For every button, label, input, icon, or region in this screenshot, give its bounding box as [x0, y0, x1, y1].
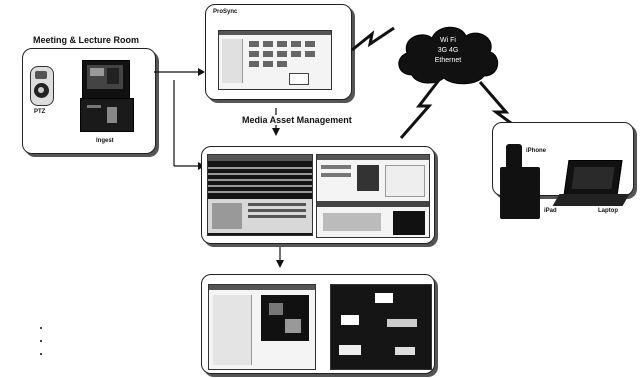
arrow-icon	[173, 80, 205, 170]
margin-mark	[40, 327, 42, 329]
lightning-icon	[351, 26, 395, 52]
tablet-icon	[500, 167, 540, 219]
ingest-monitor-icon	[82, 60, 130, 100]
arrow-icon	[154, 68, 205, 76]
cloud-text: Wi Fi 3G 4G Ethernet	[418, 36, 478, 66]
ptz-camera-icon	[30, 66, 54, 106]
prosync-window	[218, 30, 332, 90]
ingest-label: Ingest	[96, 138, 114, 144]
laptop-base-icon	[552, 194, 630, 206]
laptop-icon	[563, 160, 623, 196]
mam-window-list	[207, 154, 313, 236]
margin-mark	[40, 340, 42, 342]
margin-mark	[40, 353, 42, 355]
cloud-icon	[398, 26, 499, 85]
prosync-title: ProSync	[213, 9, 238, 15]
cloud-line-wifi: Wi Fi	[440, 37, 456, 44]
ptz-label: PTZ	[34, 109, 46, 115]
cloud-line-ethernet: Ethernet	[434, 57, 462, 64]
tablet-label: iPad	[544, 208, 557, 214]
output-window-left	[208, 284, 316, 370]
ingest-computer-icon	[80, 98, 134, 132]
mam-window-detail	[316, 154, 430, 238]
laptop-label: Laptop	[598, 208, 618, 214]
output-window-right	[330, 284, 432, 370]
meeting-room-title: Meeting & Lecture Room	[33, 35, 140, 45]
arrow-icon	[276, 244, 284, 268]
phone-label: iPhone	[526, 148, 547, 154]
lightning-icon	[399, 79, 441, 139]
cloud-line-3g4g: 3G 4G	[437, 47, 459, 54]
mam-title: Media Asset Management	[240, 115, 354, 125]
